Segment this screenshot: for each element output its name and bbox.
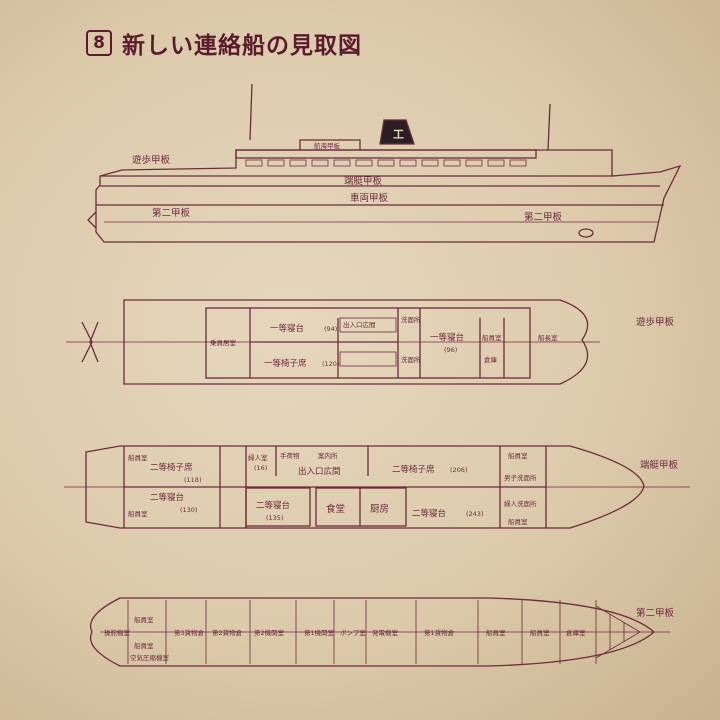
room-first-berth: 一等寝台 [430,332,464,343]
second-deck-label: 第二甲板 [636,607,675,619]
room-second-seat-e-cap: (243) [466,510,483,518]
boat-deck-outline [85,445,645,529]
side-window [487,159,505,167]
side-window [443,159,461,167]
room-second-chair-a: 二等椅子席 [150,462,193,473]
room-kitchen: 厨房 [370,503,389,515]
side-window [421,159,439,167]
room-second-chair-a-cap: (118) [184,476,201,484]
room-crew-a: 船員室 [134,615,154,624]
propeller-icon [81,321,99,363]
side-window [509,159,527,167]
side-hull [95,149,682,243]
room-bow-store: 倉庫室 [566,628,586,637]
second-deck-bulkheads [127,600,597,664]
room-second-seat-b: 二等寝台 [150,492,184,503]
room-stern-b: 船員室 [128,509,148,518]
side-window [333,159,351,167]
room-dining: 食堂 [326,503,345,515]
room-entrance-boat: 出入口広間 [298,466,341,477]
side-label-second-left: 第二甲板 [152,207,191,219]
side-label-navigation: 航海甲板 [314,141,341,150]
side-bridge [299,139,361,150]
room-second-chair-d: 二等椅子席 [392,464,435,475]
rudder [87,211,97,229]
diagram-title: 8 新しい連絡船の見取図 [86,28,362,59]
side-window [311,159,329,167]
side-label-boat: 端艇甲板 [344,175,383,187]
side-window [377,159,395,167]
room-entrance-promenade: 出入口広間 [343,320,376,329]
room-first-chair: 一等椅子席 [264,358,307,369]
side-windows [245,159,527,167]
title-text: 新しい連絡船の見取図 [122,33,362,59]
side-window [267,159,285,167]
room-bridge: 船長室 [538,333,558,342]
room-women-wash: 婦人洗面所 [504,499,537,508]
room-hold3: 第3貨物倉 [174,628,205,637]
room-steering: 操舵機室 [104,628,131,637]
room-hold1b: 第1貨物倉 [424,628,455,637]
room-first-seat-cap: (94) [324,325,337,333]
side-window [355,159,373,167]
room-store: 倉庫 [484,355,498,364]
title-number-badge: 8 [86,30,112,56]
promenade-outline [123,299,589,385]
side-window [289,159,307,167]
room-info: 案内所 [318,451,338,460]
room-first-seat: 一等寝台 [270,323,304,334]
boat-deck-label: 端艇甲板 [640,459,679,471]
room-crew-top: 船員室 [508,451,528,460]
room-toilet-left: 洗面所 [401,315,421,324]
room-second-seat-c: 二等寝台 [256,500,290,511]
bow-structure [595,605,641,659]
room-second-seat-e: 二等寝台 [412,508,446,519]
boat-deck-plan: 二等椅子席 (118) 二等寝台 (130) 婦人室 (16) 手荷物 案内所 … [64,445,690,529]
fore-mast [249,83,253,141]
room-toilet-right: 洗面所 [401,355,421,364]
anchor-hawse [578,228,594,238]
room-crew-promenade: 乗員居室 [210,338,237,347]
second-deck-plan: 操舵機室 船員室 船員室 空気圧縮機室 第3貨物倉 第2貨物倉 第2機関室 第1… [90,597,675,667]
room-officer: 船員室 [482,333,502,342]
room-men-wash: 男子洗面所 [504,473,537,482]
room-women-cap: (16) [254,464,267,472]
promenade-deck-label: 遊歩甲板 [636,316,675,328]
aft-mast [547,103,551,151]
room-air: 空気圧縮機室 [130,653,170,662]
room-hold2b: 第2貨物倉 [212,628,243,637]
room-crew-b: 船員室 [134,641,154,650]
room-power: 発電機室 [372,628,399,637]
promenade-deck-plan: 一等寝台 (94) 一等椅子席 (120) 出入口広間 乗員居室 一等寝台 (9… [66,299,675,385]
room-crew-c: 船員室 [486,628,506,637]
side-label-second-right: 第二甲板 [524,211,563,223]
side-label-promenade: 遊歩甲板 [132,154,171,166]
side-window [399,159,417,167]
room-second-seat-c-cap: (135) [266,514,283,522]
room-crew-d: 船員室 [530,628,550,637]
side-window [245,159,263,167]
funnel-mark: 工 [393,128,404,141]
promenade-superstructure [205,307,531,379]
room-second-chair-d-cap: (206) [450,466,467,474]
room-hold2: 第2機関室 [254,628,285,637]
room-first-chair-cap: (120) [322,360,339,368]
room-stern-a: 船員室 [128,453,148,462]
funnel [379,119,415,145]
side-window [465,159,483,167]
room-pump: ポンプ室 [340,628,366,637]
room-second-seat-b-cap: (130) [180,506,197,514]
room-first-berth-cap: (96) [444,346,457,354]
room-women: 婦人室 [248,453,268,462]
side-view: 工 遊歩甲板 航海甲板 端艇甲板 車両甲板 第二甲板 第二甲板 [87,83,682,243]
room-baggage: 手荷物 [280,451,300,460]
side-promenade-top [235,149,537,159]
room-hold1: 第1機関室 [304,628,335,637]
room-crew-bottom: 船員室 [508,517,528,526]
side-label-car: 車両甲板 [350,192,389,204]
